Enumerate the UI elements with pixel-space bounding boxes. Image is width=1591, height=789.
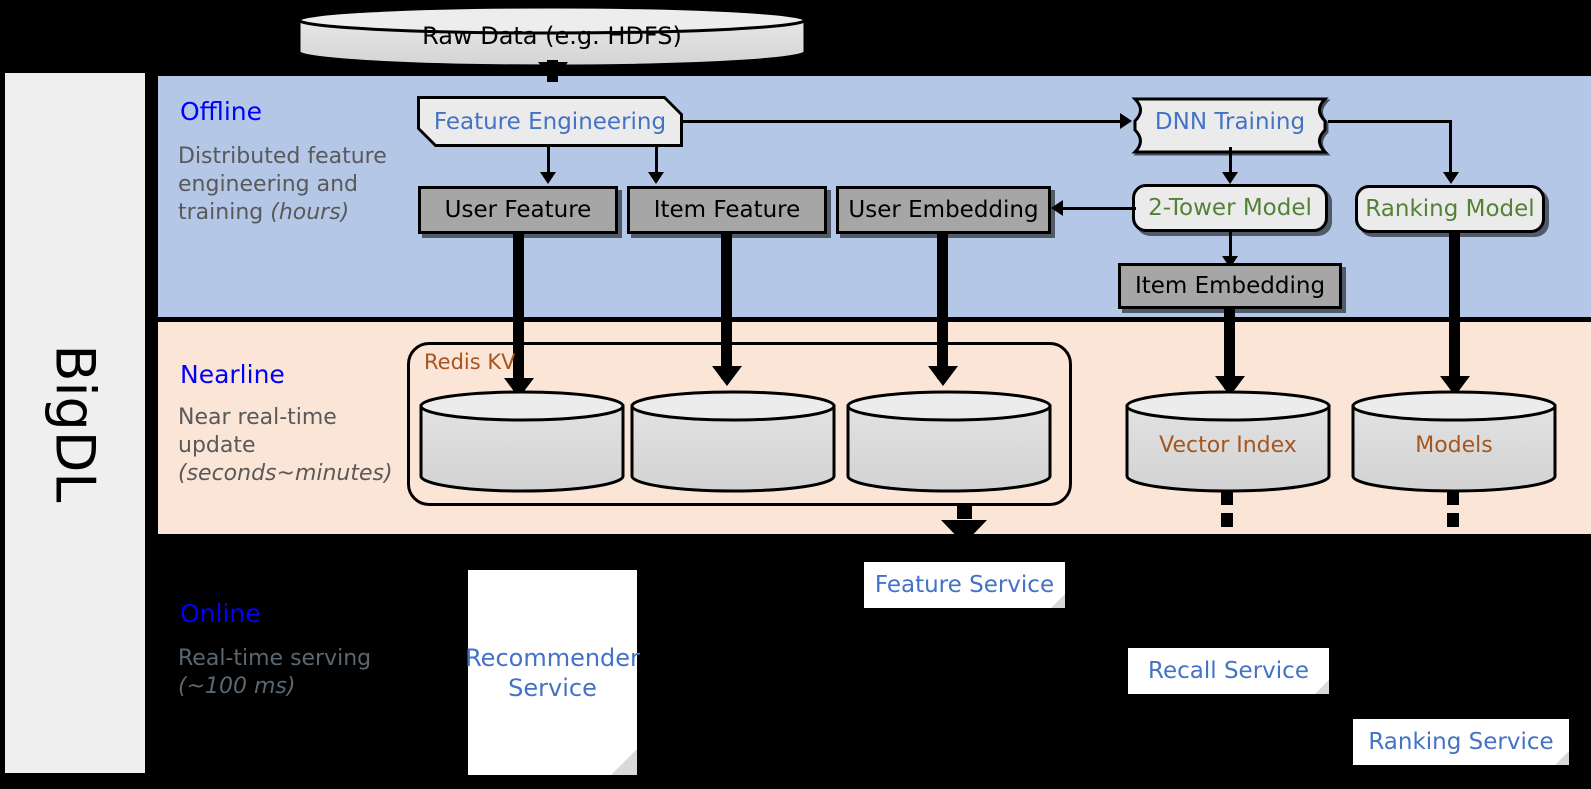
online-subtitle: Real-time serving (~100 ms): [178, 645, 393, 701]
arrow-twotower-userembedding: [1051, 200, 1063, 216]
feature-engineering-label: Feature Engineering: [420, 99, 680, 144]
offline-subtitle: Distributed feature engineering and trai…: [178, 143, 393, 227]
pipe-userfeature-store: [513, 234, 524, 394]
user-feature-store-cylinder[interactable]: [418, 389, 626, 493]
feature-service-label: Feature Service: [874, 572, 1055, 598]
connector-dnn-ranking-h: [1328, 120, 1452, 123]
user-embedding-node[interactable]: User Embedding: [836, 186, 1051, 234]
arrow-fe-itemfeature: [648, 172, 664, 184]
offline-title: Offline: [180, 97, 263, 126]
pipe-userembedding-store: [937, 234, 948, 379]
dash-models-ranking-1: [1447, 491, 1459, 505]
user-feature-node[interactable]: User Feature: [418, 186, 618, 234]
item-feature-label: Item Feature: [653, 196, 801, 223]
ranking-model-node[interactable]: Ranking Model: [1355, 185, 1545, 233]
recall-service-node[interactable]: Recall Service: [1128, 648, 1329, 694]
user-embedding-label: User Embedding: [848, 196, 1039, 223]
nearline-subtitle-italic: (seconds~minutes): [178, 461, 393, 486]
document-fold-icon: [1051, 594, 1065, 608]
redis-kv-container: [407, 342, 1072, 506]
connector-fe-itemfeature: [655, 147, 658, 175]
recall-service-label: Recall Service: [1148, 658, 1309, 684]
arrow-userembedding-store: [928, 366, 958, 386]
nearline-title: Nearline: [180, 360, 285, 389]
online-title: Online: [180, 599, 261, 628]
ranking-service-label: Ranking Service: [1368, 729, 1554, 755]
user-feature-label: User Feature: [444, 196, 592, 223]
recommender-service-node[interactable]: Recommender Service: [465, 570, 640, 775]
feature-service-node[interactable]: Feature Service: [864, 562, 1065, 608]
raw-data-cylinder: Raw Data (e.g. HDFS): [296, 4, 808, 68]
connector-fe-userfeature: [547, 147, 550, 175]
dash-models-ranking-2: [1447, 513, 1459, 527]
dash-vectorindex-recall-1: [1221, 491, 1233, 505]
document-fold-icon: [611, 749, 637, 775]
arrow-dnn-ranking: [1443, 172, 1459, 184]
arrow-redis-featureservice: [941, 520, 987, 544]
item-feature-node[interactable]: Item Feature: [627, 186, 827, 234]
ranking-service-node[interactable]: Ranking Service: [1353, 719, 1569, 765]
feature-engineering-node[interactable]: Feature Engineering: [417, 96, 683, 147]
document-fold-icon: [1555, 751, 1569, 765]
user-embedding-store-cylinder[interactable]: [845, 389, 1053, 493]
bigdl-rail: BigDL: [5, 73, 145, 773]
item-embedding-node[interactable]: Item Embedding: [1118, 263, 1342, 309]
arrow-fe-dnn: [1120, 113, 1132, 129]
recommender-service-label: Recommender Service: [465, 643, 640, 702]
connector-dnn-ranking-v: [1449, 120, 1452, 175]
dash-redis-featureservice-1: [957, 505, 972, 519]
vector-index-cylinder[interactable]: Vector Index: [1124, 389, 1332, 493]
connector-fe-dnn: [683, 120, 1123, 123]
offline-subtitle-main: Distributed feature engineering and trai…: [178, 144, 387, 225]
connector-twotower-itemembedding: [1229, 232, 1232, 260]
pipe-itemembedding-vectorindex: [1224, 309, 1235, 389]
item-feature-store-cylinder[interactable]: [629, 389, 837, 493]
document-fold-icon: [1315, 680, 1329, 694]
online-subtitle-italic: (~100 ms): [178, 674, 296, 699]
connector-twotower-userembedding: [1058, 207, 1136, 210]
arrow-fe-userfeature: [540, 172, 556, 184]
nearline-subtitle-main: Near real-time update: [178, 405, 337, 458]
item-embedding-label: Item Embedding: [1134, 272, 1326, 299]
arrow-dnn-twotower: [1222, 172, 1238, 184]
bigdl-label: BigDL: [43, 344, 107, 502]
connector-dnn-twotower: [1229, 147, 1232, 175]
arrow-rawdata-fe: [538, 62, 568, 82]
nearline-subtitle: Near real-time update (seconds~minutes): [178, 404, 393, 488]
arrow-itemfeature-store: [712, 366, 742, 386]
offline-subtitle-italic: (hours): [270, 200, 350, 225]
dash-vectorindex-recall-2: [1221, 513, 1233, 527]
ranking-model-label: Ranking Model: [1365, 195, 1535, 222]
pipe-itemfeature-store: [721, 234, 732, 379]
redis-kv-label: Redis KV: [424, 350, 516, 374]
dnn-training-node[interactable]: DNN Training: [1131, 96, 1331, 156]
online-subtitle-main: Real-time serving: [178, 646, 372, 671]
two-tower-model-node[interactable]: 2-Tower Model: [1132, 184, 1328, 232]
pipe-rankingmodel-models: [1449, 233, 1460, 388]
two-tower-model-label: 2-Tower Model: [1148, 194, 1312, 221]
models-cylinder[interactable]: Models: [1350, 389, 1558, 493]
